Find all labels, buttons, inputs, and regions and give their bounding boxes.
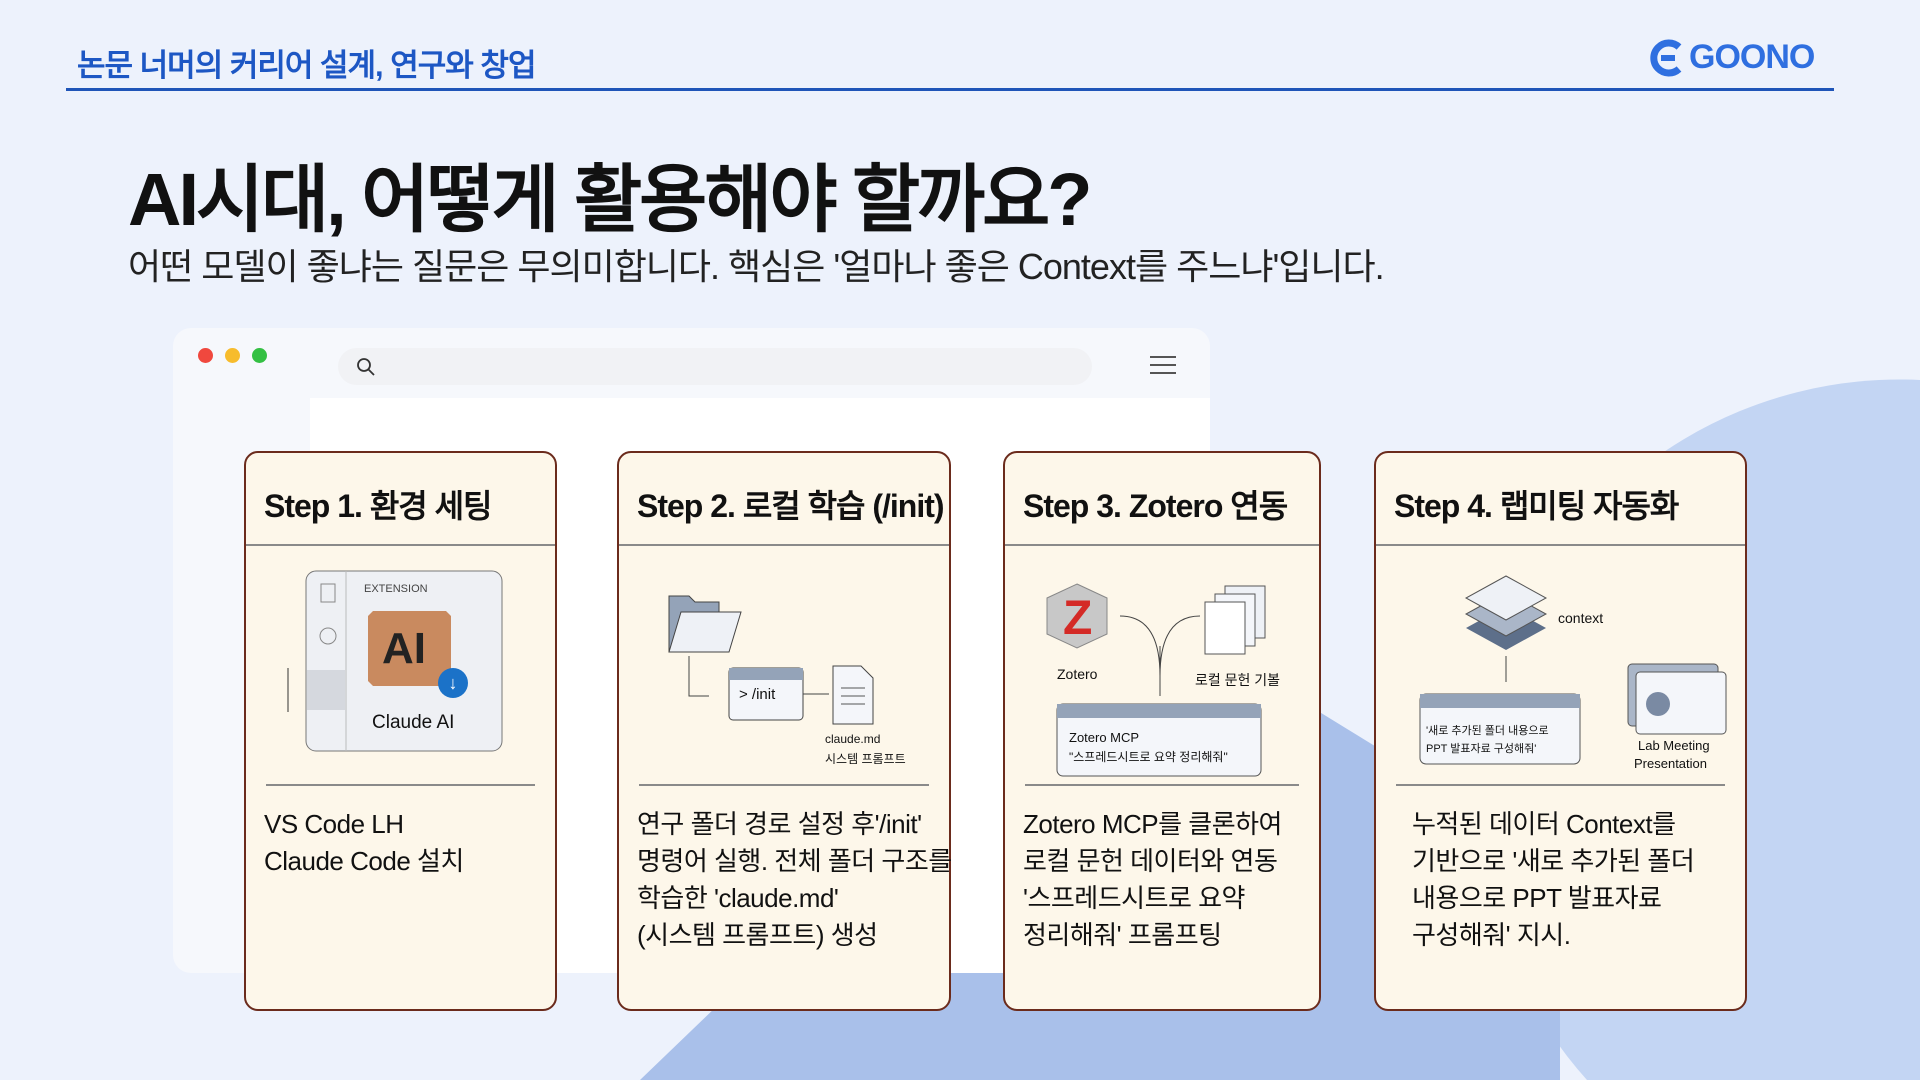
step-card-4: Step 4. 랩미팅 자동화 context '새로 추가된 폴더 내용으로 … — [1374, 451, 1747, 1011]
claude-ai-icon: AI — [382, 624, 426, 673]
local-docs-label: 로컬 문헌 기볼 — [1195, 672, 1281, 688]
result-line-2: Presentation — [1634, 756, 1707, 771]
init-command: > /init — [739, 686, 776, 703]
page-subtitle: 어떤 모델이 좋냐는 질문은 무의미합니다. 핵심은 '얼마나 좋은 Conte… — [128, 246, 1385, 287]
step-description: Zotero MCP를 클론하여 로컬 문헌 데이터와 연동 '스프레드시트로 … — [1005, 786, 1319, 954]
step-title: Step 2. 로컬 학습 (/init) — [619, 453, 949, 546]
maximize-dot — [252, 348, 267, 363]
app-name: Claude AI — [372, 712, 455, 733]
close-dot — [198, 348, 213, 363]
mcp-title: Zotero MCP — [1069, 730, 1140, 745]
description-line: VS Code LH — [264, 809, 404, 839]
header-divider — [66, 88, 1834, 91]
description-line: 정리해줘' 프롬프팅 — [1023, 920, 1222, 950]
mcp-prompt: "스프레드시트로 요약 정리해줘" — [1069, 750, 1228, 764]
file-caption: 시스템 프롬프트 — [825, 752, 906, 766]
search-icon — [357, 358, 375, 376]
step-description: 누적된 데이터 Context를 기반으로 '새로 추가된 폴더 내용으로 PP… — [1376, 786, 1745, 954]
step-title: Step 1. 환경 세팅 — [246, 453, 555, 546]
description-line: '스프레드시트로 요약 — [1023, 883, 1245, 913]
prompt-line-1: '새로 추가된 폴더 내용으로 — [1426, 725, 1549, 737]
lab-meeting-illustration: context '새로 추가된 폴더 내용으로 PPT 발표자료 구성해줘' L… — [1396, 546, 1727, 786]
step-description: 연구 폴더 경로 설정 후'/init' 명령어 실행. 전체 폴더 구조를 학… — [619, 786, 952, 954]
series-title: 논문 너머의 커리어 설계, 연구와 창업 — [77, 48, 536, 83]
page-title: AI시대, 어떻게 활용해야 할까요? — [128, 158, 1092, 241]
minimize-dot — [225, 348, 240, 363]
step-title: Step 4. 랩미팅 자동화 — [1376, 453, 1745, 546]
svg-text:Z: Z — [1063, 592, 1092, 645]
context-label: context — [1558, 610, 1604, 626]
extension-label: EXTENSION — [364, 583, 428, 595]
goono-logo-icon — [1650, 39, 1682, 76]
zotero-illustration: Z Zotero 로컬 문헌 기볼 Zotero MCP "스프레드시트로 요약… — [1025, 546, 1299, 786]
step-card-2: Step 2. 로컬 학습 (/init) > /init claude.md … — [617, 451, 952, 1011]
description-line: 누적된 데이터 Context를 — [1412, 809, 1676, 839]
description-line: Claude Code 설치 — [264, 846, 464, 876]
step-title: Step 3. Zotero 연동 — [1005, 453, 1319, 546]
description-line: (시스템 프롬프트) 생성 — [637, 920, 878, 950]
description-line: 학습한 'claude.md' — [637, 883, 839, 913]
result-line-1: Lab Meeting — [1638, 738, 1710, 753]
description-line: 명령어 실행. 전체 폴더 구조를 — [637, 846, 952, 876]
download-icon: ↓ — [438, 668, 468, 698]
step-card-3: Step 3. Zotero 연동 Z Zotero 로컬 문헌 기볼 Zote… — [1003, 451, 1321, 1011]
window-controls — [198, 348, 267, 363]
logo-text: GOONO — [1689, 38, 1815, 76]
zotero-label: Zotero — [1057, 666, 1098, 682]
description-line: 연구 폴더 경로 설정 후'/init' — [637, 809, 922, 839]
vscode-extension-illustration: EXTENSION AI ↓ Claude AI — [266, 546, 535, 786]
search-bar[interactable] — [338, 348, 1092, 385]
step-description: VS Code LH Claude Code 설치 — [246, 786, 555, 880]
description-line: 로컬 문헌 데이터와 연동 — [1023, 846, 1278, 876]
claude-md-file: claude.md — [825, 732, 881, 746]
init-illustration: > /init claude.md 시스템 프롬프트 — [639, 546, 929, 786]
hamburger-menu-icon[interactable] — [1150, 356, 1176, 380]
description-line: 기반으로 '새로 추가된 폴더 — [1412, 846, 1695, 876]
goono-logo[interactable]: GOONO — [1647, 38, 1815, 77]
description-line: 구성해줘' 지시. — [1412, 920, 1571, 950]
prompt-line-2: PPT 발표자료 구성해줘' — [1426, 743, 1537, 755]
step-card-1: Step 1. 환경 세팅 EXTENSION AI ↓ Claude AI V… — [244, 451, 557, 1011]
description-line: 내용으로 PPT 발표자료 — [1412, 883, 1662, 913]
description-line: Zotero MCP를 클론하여 — [1023, 809, 1282, 839]
